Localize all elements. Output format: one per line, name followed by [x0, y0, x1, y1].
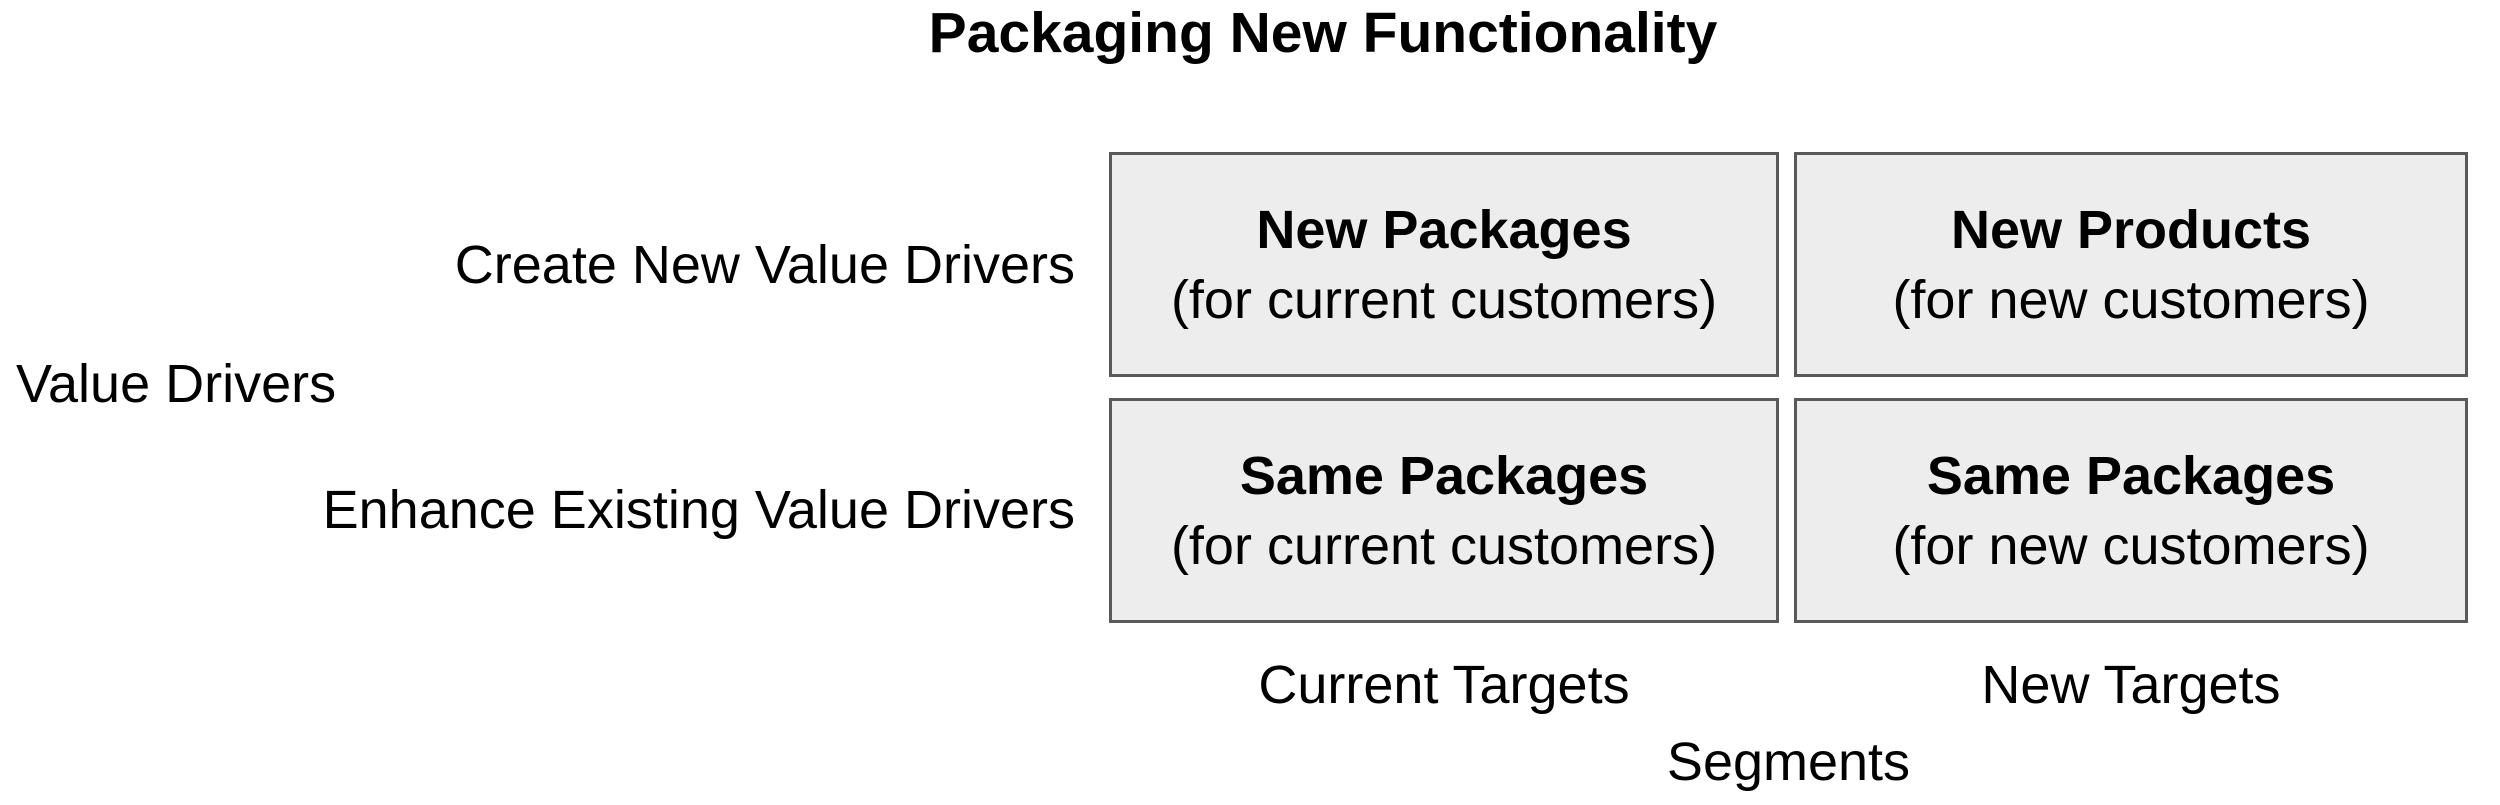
row-label-create-new-value-drivers: Create New Value Drivers	[454, 235, 1075, 295]
col-label-new-targets: New Targets	[1981, 655, 2281, 715]
cell-subtitle: (for new customers)	[1892, 515, 2370, 576]
cell-title: New Products	[1950, 199, 2312, 260]
cell-title: Same Packages	[1239, 445, 1649, 506]
matrix-cell-same-packages-new: Same Packages (for new customers)	[1794, 398, 2468, 623]
diagram-title: Packaging New Functionality	[928, 1, 1718, 65]
cell-subtitle: (for new customers)	[1892, 269, 2370, 330]
matrix-cell-new-products: New Products (for new customers)	[1794, 152, 2468, 377]
cell-title: New Packages	[1256, 199, 1632, 260]
col-label-current-targets: Current Targets	[1258, 655, 1630, 715]
cell-title: Same Packages	[1926, 445, 2336, 506]
y-axis-label: Value Drivers	[16, 354, 337, 414]
matrix-cell-new-packages: New Packages (for current customers)	[1109, 152, 1779, 377]
x-axis-label: Segments	[1666, 732, 1911, 792]
row-label-enhance-existing-value-drivers: Enhance Existing Value Drivers	[322, 480, 1075, 540]
cell-subtitle: (for current customers)	[1170, 269, 1718, 330]
cell-subtitle: (for current customers)	[1170, 515, 1718, 576]
matrix-cell-same-packages-current: Same Packages (for current customers)	[1109, 398, 1779, 623]
